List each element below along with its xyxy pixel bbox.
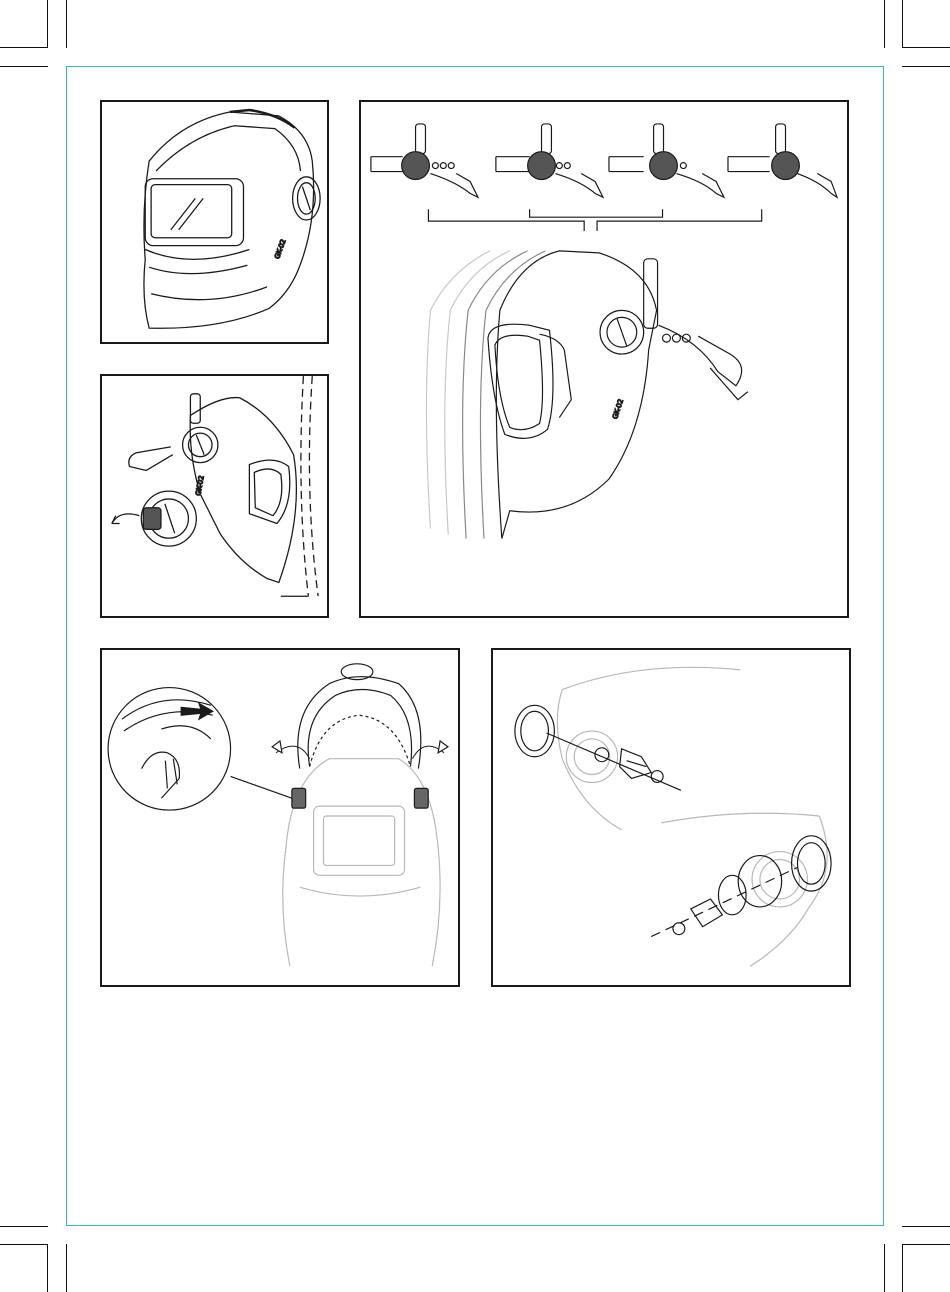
pivot-assembly-illustration [493, 650, 849, 985]
headgear-position-2 [496, 124, 603, 197]
panel-headgear-removal [100, 648, 460, 987]
crop-mark-bottom-right-h [902, 1244, 950, 1245]
crop-mark-top-right-h [902, 47, 950, 48]
crop-mark-top-left-h [0, 47, 48, 48]
crop-mark-bottom-left-v2 [66, 1244, 67, 1292]
crop-mark-top-right-h2 [902, 66, 950, 67]
crop-mark-bottom-right-v2 [884, 1244, 885, 1292]
panel-visor-adjust: GK-02 [100, 374, 329, 618]
crop-mark-bottom-left-h2 [0, 1226, 48, 1227]
headgear-removal-illustration [102, 650, 458, 985]
crop-mark-top-right-v [902, 0, 903, 48]
model-label: GK-02 [273, 238, 287, 260]
panel-helmet-overview: GK-02 [100, 100, 329, 344]
model-label: GK-02 [611, 398, 625, 420]
crop-mark-top-left-v [47, 0, 48, 48]
crop-mark-bottom-right-v [902, 1244, 903, 1292]
headgear-position-1 [371, 124, 478, 197]
crop-mark-top-left-h2 [0, 66, 48, 67]
crop-mark-bottom-left-h [0, 1244, 48, 1245]
panel-headgear-positions: GK-02 [359, 100, 849, 618]
crop-mark-bottom-left-v [47, 1244, 48, 1292]
headgear-positions-illustration: GK-02 [361, 102, 847, 616]
helmet-overview-illustration: GK-02 [102, 102, 327, 342]
visor-adjust-illustration: GK-02 [102, 376, 327, 616]
panel-pivot-assembly [491, 648, 851, 987]
crop-mark-bottom-right-h2 [902, 1226, 950, 1227]
crop-mark-top-right-v2 [884, 0, 885, 48]
headgear-position-3 [609, 124, 724, 197]
crop-mark-top-left-v2 [66, 0, 67, 48]
headgear-position-4 [728, 124, 837, 197]
